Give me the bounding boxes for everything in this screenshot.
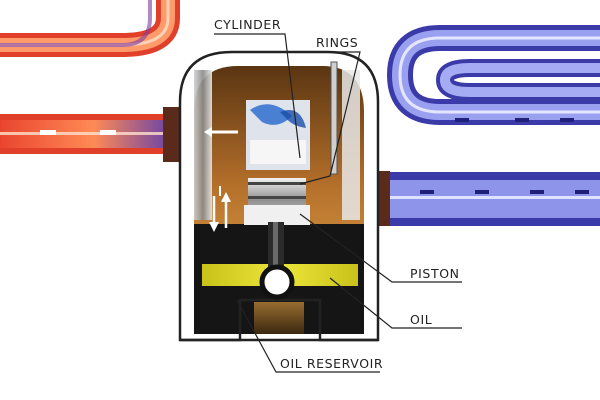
label-oil: OIL: [410, 312, 432, 327]
rings-leader: [299, 51, 361, 185]
piston-ring-2: [248, 196, 306, 199]
cylinder-left-wall: [194, 70, 212, 220]
label-piston: PISTON: [410, 266, 460, 281]
rings-tube: [330, 61, 338, 175]
left-pipe-flange: [163, 107, 179, 162]
hot-pipes: [0, 0, 180, 162]
piston-ring-1: [248, 182, 306, 185]
piston-leader: [299, 213, 462, 283]
leader-lines: [214, 33, 462, 373]
label-oil-reservoir: OIL RESERVOIR: [280, 356, 383, 371]
crankshaft: [259, 264, 295, 300]
arrow-left-icon: [204, 127, 238, 137]
compressor-housing: [178, 50, 380, 342]
label-cylinder: CYLINDER: [214, 17, 281, 32]
oil-leader: [329, 277, 462, 329]
arrow-up-down-icon: [209, 186, 231, 232]
oil-reservoir-leader: [236, 299, 380, 373]
label-rings: RINGS: [316, 35, 358, 50]
cylinder-leader: [214, 33, 301, 159]
